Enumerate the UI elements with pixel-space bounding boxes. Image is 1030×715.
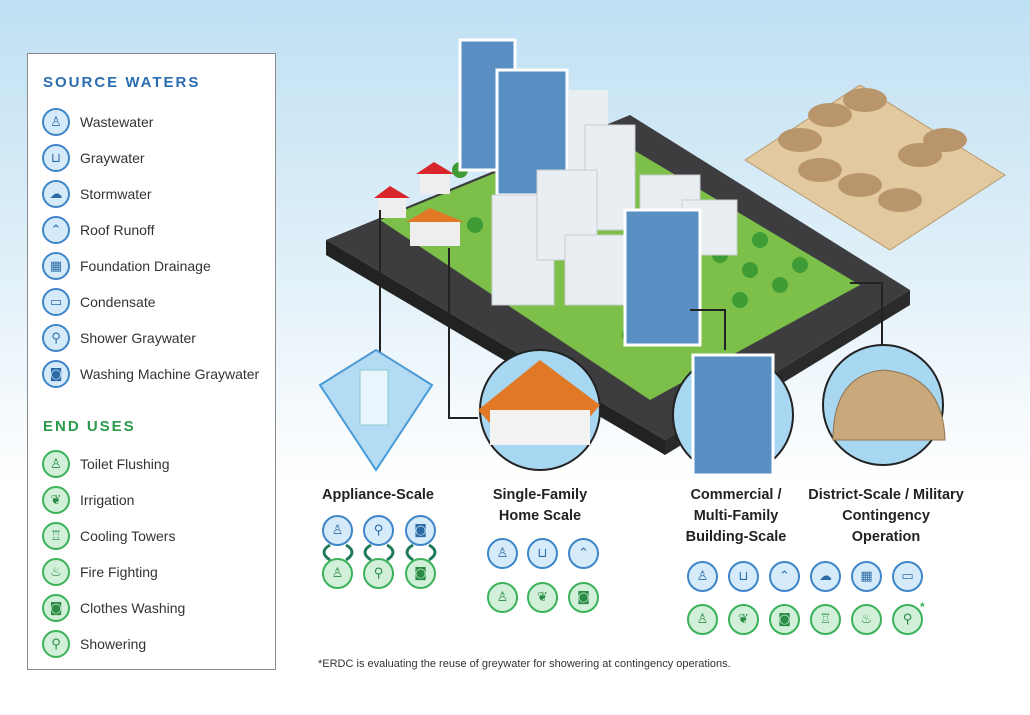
toilet-icon: ♙ [487,538,518,569]
rain-cloud-icon: ☁ [42,180,70,208]
legend-item: ♙ Wastewater [42,108,153,136]
legend-item: ♙ Toilet Flushing [42,450,170,478]
legend-item-label: Roof Runoff [80,222,155,238]
legend-item: ⊔ Graywater [42,144,145,172]
washing-machine-icon: ◙ [42,594,70,622]
commercial-title: Commercial / Multi-Family Building-Scale [685,487,787,545]
legend-item-label: Irrigation [80,492,135,508]
toilet-icon: ♙ [42,108,70,136]
legend-item: ❦ Irrigation [42,486,134,514]
roof-icon: ⌃ [568,538,599,569]
legend-item-label: Shower Graywater [80,330,196,346]
legend-item-label: Wastewater [80,114,154,130]
sink-icon: ⊔ [728,561,759,592]
flame-icon: ♨ [42,558,70,586]
showering-asterisk: * [920,600,925,614]
washing-machine-icon: ◙ [42,360,70,388]
legend-panel: SOURCE WATERS ♙ Wastewater ⊔ Graywater ☁ Stor… [27,53,276,670]
foundation-drainage-icon: ▦ [851,561,882,592]
toilet-icon: ♙ [687,604,718,635]
washing-machine-icon: ◙ [568,582,599,613]
cooling-tower-icon: ♖ [42,522,70,550]
legend-item: ▦ Foundation Drainage [42,252,211,280]
legend-item-label: Toilet Flushing [80,456,170,472]
shower-icon: ⚲ [42,630,70,658]
source-waters-heading: SOURCE WATERS [43,74,201,91]
air-conditioner-icon: ▭ [892,561,923,592]
callout-lines [379,210,883,419]
appliance-scale-title: Appliance-Scale [321,487,434,503]
sink-icon: ⊔ [527,538,558,569]
toilet-icon: ♙ [322,515,353,546]
air-conditioner-icon: ▭ [42,288,70,316]
single-family-title: Single-Family Home Scale [492,487,588,524]
foundation-drainage-icon: ▦ [42,252,70,280]
legend-item: ▭ Condensate [42,288,156,316]
end-uses-heading: END USES [43,418,136,435]
legend-item-label: Condensate [80,294,156,310]
legend-item-label: Washing Machine Graywater [80,366,260,382]
reuse-loop-arrows [322,543,437,562]
legend-item-label: Fire Fighting [80,564,158,580]
houses [374,162,464,246]
legend-item: ♨ Fire Fighting [42,558,158,586]
rain-cloud-icon: ☁ [810,561,841,592]
washing-machine-icon: ◙ [405,515,436,546]
legend-item-label: Showering [80,636,147,652]
legend-item: ⚲ Showering [42,630,146,658]
roof-icon: ⌃ [42,216,70,244]
legend-item: ♖ Cooling Towers [42,522,175,550]
plant-icon: ❦ [42,486,70,514]
legend-item: ◙ Clothes Washing [42,594,185,622]
shower-icon: ⚲ [892,604,923,635]
washing-machine-icon: ◙ [769,604,800,635]
toilet-icon: ♙ [42,450,70,478]
legend-item-label: Cooling Towers [80,528,176,544]
legend-item-label: Graywater [80,150,145,166]
tents [778,88,967,212]
washing-machine-icon: ◙ [405,558,436,589]
shower-icon: ⚲ [42,324,70,352]
legend-item: ◙ Washing Machine Graywater [42,360,259,388]
legend-item-label: Stormwater [80,186,152,202]
legend-item: ⚲ Shower Graywater [42,324,196,352]
toilet-icon: ♙ [322,558,353,589]
flame-icon: ♨ [851,604,882,635]
shower-icon: ⚲ [363,558,394,589]
plant-icon: ❦ [728,604,759,635]
toilet-icon: ♙ [487,582,518,613]
legend-item-label: Clothes Washing [80,600,186,616]
district-title: District-Scale / Military Contingency Op… [808,487,964,545]
legend-item: ☁ Stormwater [42,180,152,208]
legend-item: ⌃ Roof Runoff [42,216,154,244]
plant-icon: ❦ [527,582,558,613]
footnote: *ERDC is evaluating the reuse of greywat… [318,658,731,670]
legend-item-label: Foundation Drainage [80,258,211,274]
sink-icon: ⊔ [42,144,70,172]
cooling-tower-icon: ♖ [810,604,841,635]
toilet-icon: ♙ [687,561,718,592]
buildings [458,38,738,347]
shower-icon: ⚲ [363,515,394,546]
roof-icon: ⌃ [769,561,800,592]
scale-bubbles [318,344,946,477]
